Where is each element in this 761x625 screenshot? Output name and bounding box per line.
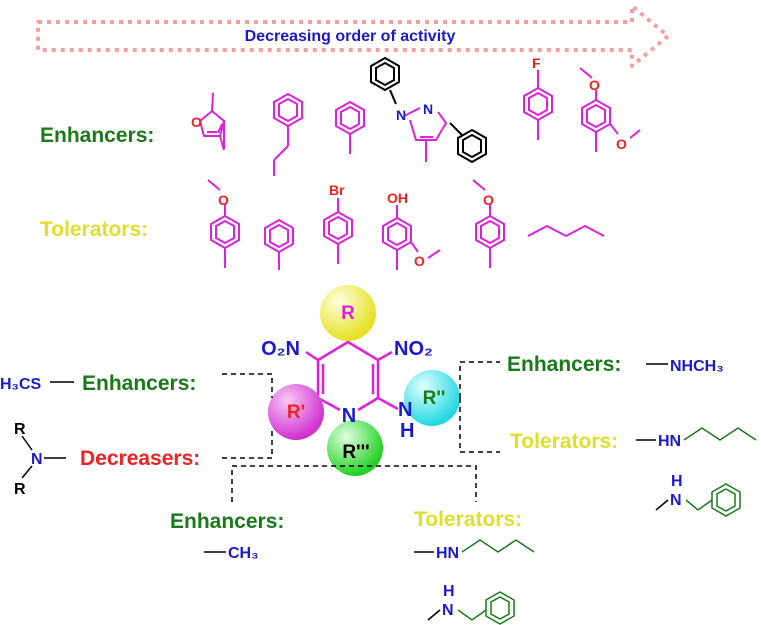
nitro-right: NO₂ — [394, 338, 433, 360]
right-benzylamine-group — [655, 483, 741, 517]
bottom-benzylamine-group — [427, 591, 515, 625]
activity-order-label: Decreasing order of activity — [245, 28, 456, 45]
methoxy-oxygen-2: O — [414, 253, 425, 269]
nh-nitrogen: N — [398, 399, 412, 421]
methoxy-oxygen-1: O — [218, 192, 229, 208]
left-decreasers-connector — [222, 430, 273, 459]
r-left-ball — [268, 384, 324, 440]
bottom-enhancers-label: Enhancers: — [170, 510, 284, 533]
right-butylamine-nh: HN — [658, 433, 681, 450]
left-enhancers-connector — [222, 373, 273, 398]
phenyl-group — [335, 100, 365, 154]
r-bottom-label: R''' — [342, 442, 369, 463]
pyrazole-n2: N — [423, 101, 433, 117]
r-right-ball — [404, 370, 460, 426]
furan-oxygen: O — [191, 114, 202, 130]
nitro-left: O₂N — [261, 338, 300, 360]
row-tolerators-label: Tolerators: — [40, 218, 148, 241]
right-enhancers-label: Enhancers: — [507, 353, 621, 376]
bottom-connector — [231, 465, 477, 502]
bottom-tolerators-label: Tolerators: — [414, 508, 522, 531]
bottom-enhancer-group: CH₃ — [228, 545, 259, 562]
r-bottom-ball — [327, 420, 383, 476]
fluoro-label: F — [532, 55, 541, 71]
row-enhancers-label: Enhancers: — [40, 124, 154, 147]
methoxy-oxygen-top: O — [589, 77, 600, 93]
ring-nitrogen: N — [342, 405, 356, 427]
pyrazole-group — [370, 56, 487, 164]
dimethoxyphenyl-group — [579, 67, 641, 152]
amine-r2: R — [14, 481, 26, 498]
right-benzylamine-n: N — [670, 492, 682, 509]
right-benzylamine-h: H — [671, 473, 683, 490]
dialkylamine-group — [21, 435, 66, 479]
amine-n: N — [31, 451, 43, 468]
nh-hydrogen: H — [400, 420, 414, 442]
bottom-butyl-chain — [461, 539, 535, 553]
left-enhancer-group: H₃CS — [0, 376, 42, 393]
r-top-ball — [320, 285, 376, 341]
methoxyphenyl-group-2 — [472, 179, 505, 268]
right-tolerators-connector — [459, 398, 500, 453]
bottom-butylamine-nh: HN — [436, 545, 459, 562]
methoxy-oxygen-3: O — [483, 192, 494, 208]
bottom-benzylamine-h: H — [443, 583, 455, 600]
right-enhancers-connector — [459, 361, 500, 398]
bromophenyl-group — [323, 198, 353, 264]
hydroxy-label: OH — [387, 190, 408, 206]
left-decreasers-label: Decreasers: — [80, 447, 200, 470]
right-tolerators-label: Tolerators: — [510, 430, 618, 453]
styryl-group — [273, 92, 303, 176]
amine-r1: R — [14, 421, 26, 438]
r-top-label: R — [341, 303, 355, 324]
right-enhancer-group: NHCH₃ — [670, 358, 724, 375]
pyrazole-ring — [403, 107, 448, 162]
hydroxymethoxyphenyl-group — [382, 205, 441, 270]
bromo-label: Br — [329, 182, 345, 198]
left-enhancers-label: Enhancers: — [82, 372, 196, 395]
butyl-chain — [527, 224, 605, 238]
activity-order-arrow: Decreasing order of activity — [36, 4, 670, 68]
r-left-label: R' — [287, 402, 305, 423]
bottom-benzylamine-n: N — [442, 602, 454, 619]
right-butyl-chain — [683, 427, 757, 441]
tolyl-group — [264, 218, 294, 270]
methoxy-oxygen-side: O — [616, 136, 627, 152]
furan-group — [198, 92, 226, 151]
fluorophenyl-group — [523, 70, 553, 140]
pyrazole-n1: N — [396, 107, 406, 123]
r-right-label: R'' — [423, 388, 446, 409]
methoxyphenyl-group-1 — [207, 179, 240, 268]
